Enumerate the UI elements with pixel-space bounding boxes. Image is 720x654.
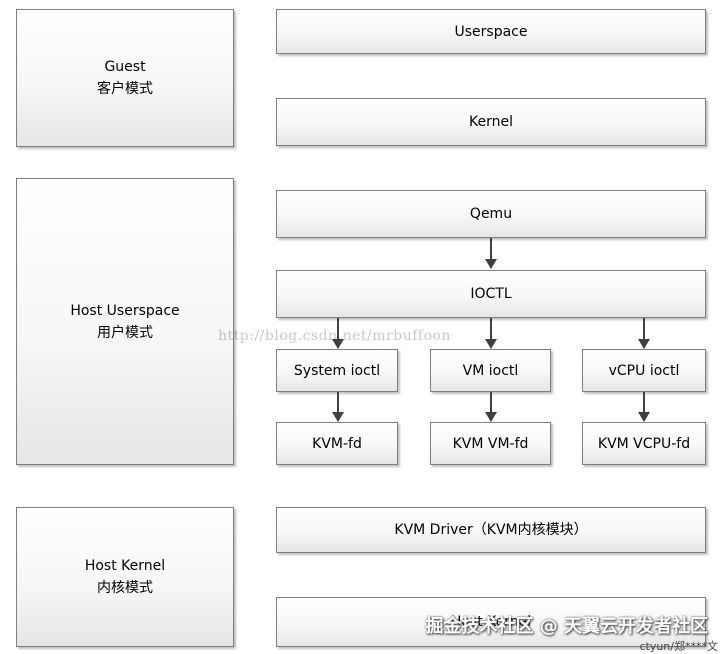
host-kernel-block: Host Kernel 内核模式: [16, 507, 234, 647]
host-userspace-block: Host Userspace 用户模式: [16, 178, 234, 465]
guest-kernel-label: Kernel: [469, 114, 513, 130]
ioctl-label: IOCTL: [470, 286, 512, 302]
host-kernel-box: Host Kernel: [276, 597, 706, 647]
kvm-vcpu-fd-box: KVM VCPU-fd: [582, 422, 706, 465]
host-userspace-title: Host Userspace: [70, 302, 180, 319]
vm-ioctl-box: VM ioctl: [430, 349, 551, 392]
kvm-driver-box: KVM Driver（KVM内核模块）: [276, 507, 706, 553]
arrow-ioctl-to-vm: [485, 318, 497, 349]
userspace-label: Userspace: [454, 23, 528, 40]
arrow-ioctl-to-system: [332, 318, 344, 349]
userspace-box: Userspace: [276, 9, 706, 54]
qemu-box: Qemu: [276, 190, 706, 238]
system-ioctl-label: System ioctl: [293, 362, 381, 379]
host-userspace-subtitle: 用户模式: [97, 324, 153, 341]
kvm-vm-fd-label: KVM VM-fd: [452, 435, 529, 452]
arrow-qemu-to-ioctl: [485, 238, 497, 269]
arrow-vm-to-vmfd: [485, 392, 497, 422]
arrow-vcpu-to-vcpufd: [638, 392, 650, 422]
host-kernel-title: Host Kernel: [84, 558, 166, 574]
guest-title: Guest: [104, 59, 146, 75]
host-kernel-label: Host Kernel: [450, 614, 532, 630]
system-ioctl-box: System ioctl: [276, 349, 398, 392]
qemu-label: Qemu: [469, 206, 513, 222]
vcpu-ioctl-label: vCPU ioctl: [608, 362, 680, 379]
arrow-ioctl-to-vcpu: [638, 318, 650, 349]
ioctl-box: IOCTL: [276, 270, 706, 318]
guest-kernel-box: Kernel: [276, 98, 706, 146]
kvm-fd-label: KVM-fd: [312, 435, 362, 452]
vcpu-ioctl-box: vCPU ioctl: [582, 349, 706, 392]
kvm-fd-box: KVM-fd: [276, 422, 398, 465]
vm-ioctl-label: VM ioctl: [462, 362, 519, 379]
url-watermark: http://blog.csdn.net/mrbuffoon: [218, 328, 451, 344]
community-watermark: 掘金技术社区 @ 天翼云开发者社区: [425, 616, 708, 637]
host-kernel-subtitle: 内核模式: [97, 580, 153, 596]
kvm-vcpu-fd-label: KVM VCPU-fd: [597, 435, 691, 452]
kvm-vm-fd-box: KVM VM-fd: [430, 422, 551, 465]
guest-subtitle: 客户模式: [97, 81, 153, 97]
user-watermark: ctyun/郑****文: [639, 640, 718, 653]
guest-mode-block: Guest 客户模式: [16, 9, 234, 147]
arrow-system-to-kvmfd: [332, 392, 344, 422]
kvm-driver-label: KVM Driver（KVM内核模块）: [394, 522, 588, 538]
